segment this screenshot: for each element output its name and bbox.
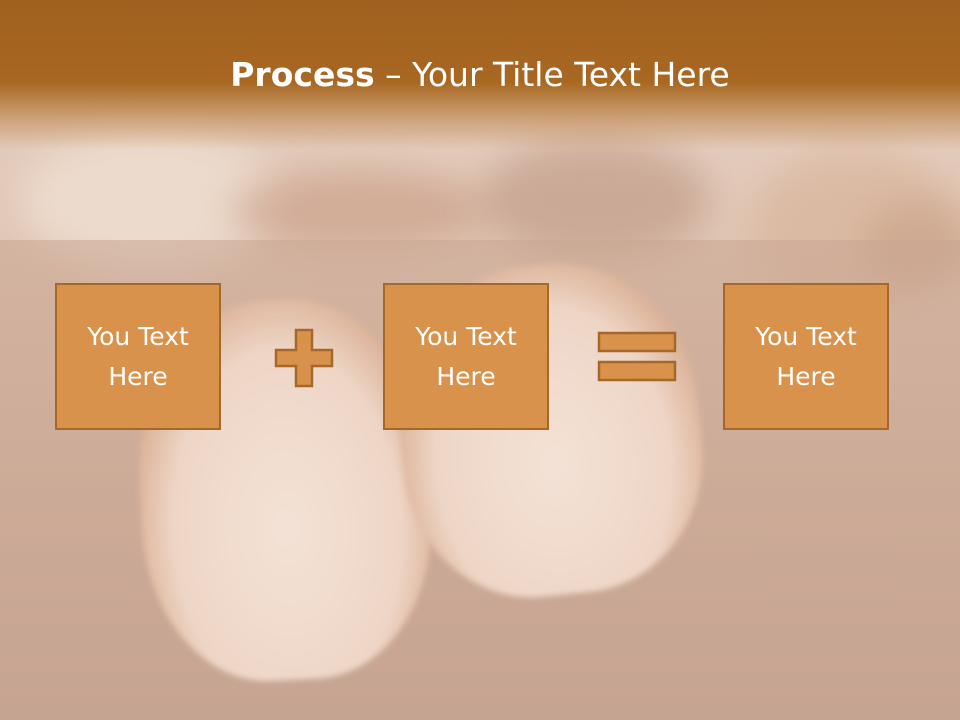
process-box-3-text: You Text Here — [755, 321, 857, 391]
title-rest: – Your Title Text Here — [374, 55, 730, 94]
process-box-2-text: You Text Here — [415, 321, 517, 391]
title-bold: Process — [230, 55, 375, 94]
slide-title[interactable]: Process – Your Title Text Here — [0, 52, 960, 98]
title-bar — [0, 0, 960, 150]
plus-icon — [274, 328, 334, 388]
equals-icon — [597, 331, 677, 382]
process-box-3[interactable]: You Text Here — [723, 283, 889, 430]
process-box-1-text: You Text Here — [87, 321, 189, 391]
process-box-2[interactable]: You Text Here — [383, 283, 549, 430]
process-box-1[interactable]: You Text Here — [55, 283, 221, 430]
